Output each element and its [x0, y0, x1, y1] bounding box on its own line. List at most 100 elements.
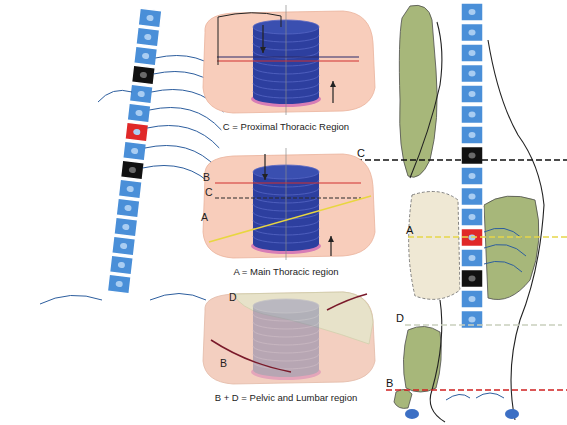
body-outline: [410, 22, 442, 178]
vertebra: [125, 122, 149, 141]
vertebra-highlight: [146, 15, 154, 22]
vertebra-body: [138, 8, 162, 27]
vertebra-body: [461, 3, 483, 21]
level-letter: C: [357, 148, 365, 159]
vertebra: [461, 147, 483, 165]
vertebra-body: [120, 160, 144, 179]
region-letter: B: [203, 172, 210, 183]
level-line: [217, 56, 359, 57]
view-background: [203, 292, 375, 384]
arrow-head: [260, 47, 266, 53]
cylinder-body: [253, 306, 319, 377]
vertebra-highlight: [129, 167, 137, 174]
vertebra-highlight: [469, 214, 476, 220]
vertebra-highlight: [126, 186, 134, 193]
vertebra-highlight: [144, 34, 152, 41]
vertebra-highlight: [122, 224, 130, 231]
rib-lines: [40, 56, 227, 305]
vertebra-highlight: [142, 53, 150, 60]
arrow-head: [262, 174, 268, 180]
vertebra-highlight: [469, 153, 476, 159]
rib-arc: [145, 146, 217, 169]
pelvis-shape: [394, 389, 412, 408]
dimple-marker: [505, 409, 519, 419]
vertebra-body: [114, 217, 138, 236]
level-letter: D: [396, 313, 404, 324]
vertebra-body: [118, 179, 142, 198]
vertebra: [461, 270, 483, 288]
pelvis-arc: [446, 394, 470, 400]
vertebra-body: [134, 46, 158, 65]
rib-arc: [98, 90, 132, 102]
vertebra: [138, 8, 162, 27]
vertebra-body: [461, 188, 483, 206]
vertebra-highlight: [469, 276, 476, 282]
cylinder-top: [253, 299, 319, 313]
vertebra-body: [461, 290, 483, 308]
vertebra-highlight: [469, 112, 476, 118]
vertebra-body: [461, 147, 483, 165]
vertebra-body: [107, 274, 131, 293]
vertebra-body: [461, 24, 483, 42]
vertebra: [114, 217, 138, 236]
panel-illustration: [193, 284, 379, 408]
vertebra: [120, 160, 144, 179]
region-view-panel: C = Proximal Thoracic Region: [193, 3, 379, 135]
vertebra: [461, 290, 483, 308]
vertebra-highlight: [118, 262, 126, 269]
vertebra: [461, 44, 483, 62]
level-letter: B: [386, 378, 393, 389]
vertebra-body: [461, 167, 483, 185]
cylinder-ring: [253, 346, 319, 353]
vertebra-highlight: [469, 132, 476, 138]
region-letter: D: [229, 292, 237, 303]
vertebra-body: [461, 106, 483, 124]
back-silhouette: [394, 5, 544, 422]
vertebra-highlight: [469, 317, 476, 323]
vertebra: [118, 179, 142, 198]
vertebra-highlight: [137, 91, 145, 98]
region-letter: C: [205, 187, 213, 198]
view-background: [203, 154, 375, 258]
vertebra-highlight: [469, 255, 476, 261]
vertebra-body: [109, 255, 133, 274]
vertebra-highlight: [133, 129, 141, 136]
vertebra-body: [461, 85, 483, 103]
level-curve: [211, 340, 291, 372]
vertebra-highlight: [469, 9, 476, 15]
vertebra-highlight: [120, 243, 128, 250]
level-letter: A: [406, 225, 413, 236]
vertebra-highlight: [469, 296, 476, 302]
vertebra-body: [461, 208, 483, 226]
scoliotic-spine: [107, 8, 162, 293]
vertebra-body: [461, 44, 483, 62]
dimple-marker: [405, 409, 419, 419]
axis-line: [286, 5, 287, 115]
vertebra: [109, 255, 133, 274]
vertebra: [461, 188, 483, 206]
vertebra: [461, 126, 483, 144]
vertebra-body: [116, 198, 140, 217]
vertebra-highlight: [469, 194, 476, 200]
pelvis-arc: [150, 294, 206, 301]
vertebra: [461, 106, 483, 124]
cylinder-ring: [253, 322, 319, 329]
region-caption: A = Main Thoracic region: [193, 266, 379, 277]
vertebra-body: [131, 65, 155, 84]
cylinder-ring: [253, 314, 319, 321]
level-line: [215, 197, 361, 198]
scapula-shape: [399, 5, 437, 177]
level-line: [209, 196, 371, 242]
rotation-outline: [218, 13, 281, 65]
arrow-head: [328, 236, 334, 242]
body-outline: [430, 300, 445, 422]
spine-back-view: [461, 3, 483, 329]
cylinder-ring: [253, 330, 319, 337]
vertebra-cylinder: [251, 299, 321, 380]
level-line: [386, 389, 567, 391]
vertebra-highlight: [469, 173, 476, 179]
vertebra: [107, 274, 131, 293]
vertebra-body: [129, 84, 153, 103]
vertebra: [461, 85, 483, 103]
